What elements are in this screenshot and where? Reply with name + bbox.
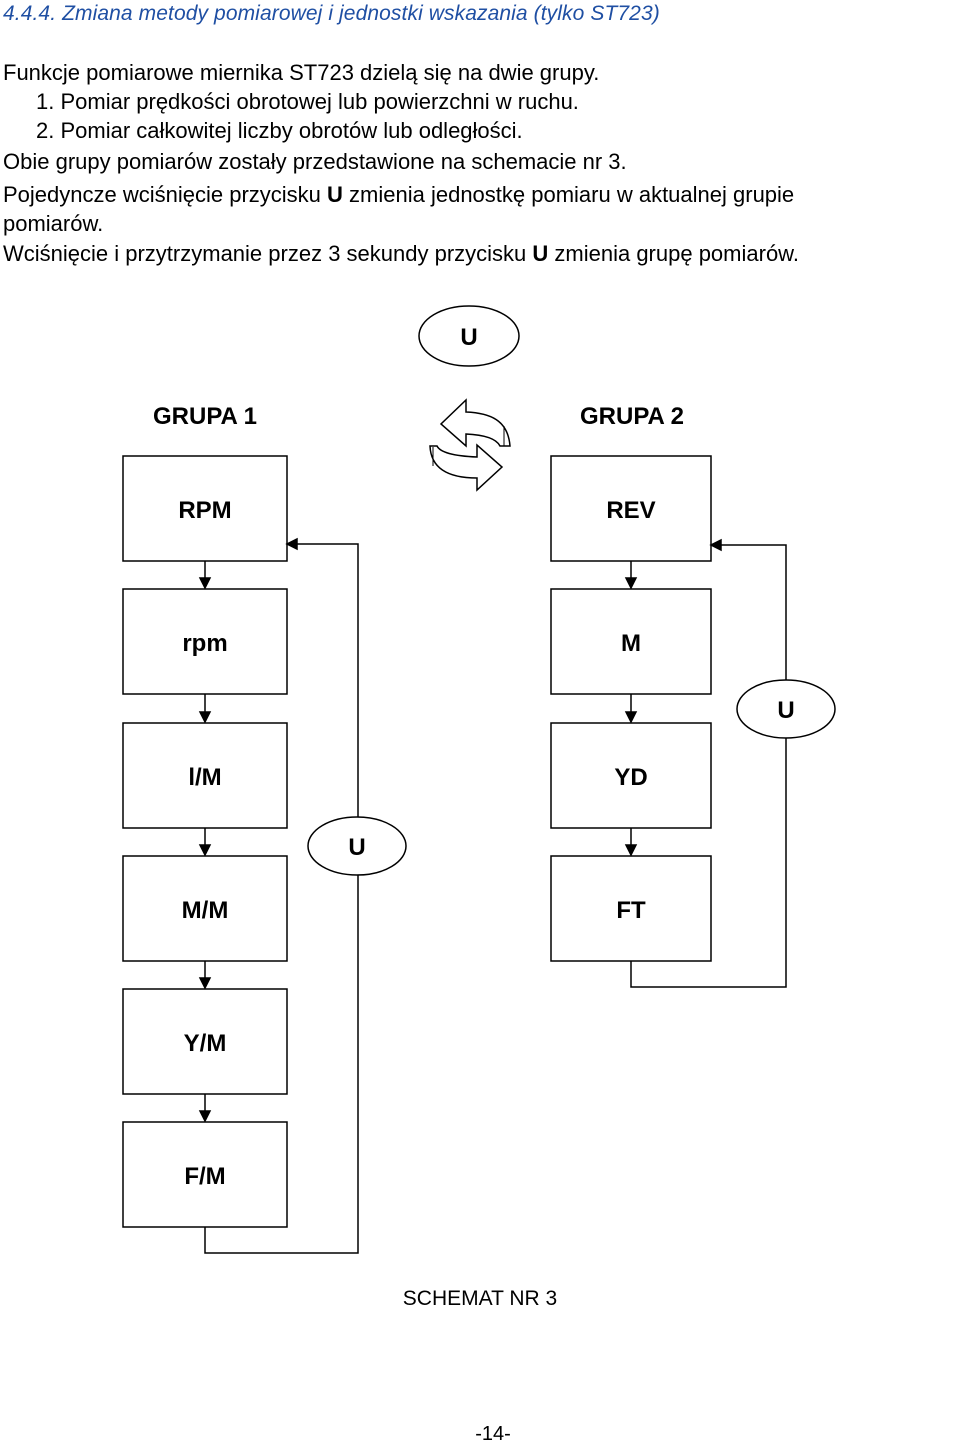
group1-u-button: U (307, 816, 407, 876)
unit-box-M: M (550, 588, 712, 695)
svg-text:YD: YD (614, 764, 647, 791)
groups-note: Obie grupy pomiarów zostały przedstawion… (3, 149, 627, 174)
svg-text:U: U (348, 834, 365, 861)
unit-box-rpm: rpm (122, 588, 288, 695)
list-item-1: 1. Pomiar prędkości obrotowej lub powier… (36, 89, 579, 114)
svg-text:l/M: l/M (188, 764, 221, 791)
section-heading: 4.4.4. Zmiana metody pomiarowej i jednos… (3, 2, 660, 25)
group1-boxes: RPM rpm l/M M/M Y/M F/M (122, 455, 288, 1228)
svg-text:Y/M: Y/M (184, 1030, 227, 1057)
diagram-caption: SCHEMAT NR 3 (402, 1287, 558, 1310)
svg-text:F/M: F/M (184, 1163, 225, 1190)
intro-paragraph: Funkcje pomiarowe miernika ST723 dzielą … (3, 60, 600, 85)
unit-box-l-M: l/M (122, 722, 288, 829)
svg-text:REV: REV (606, 497, 655, 524)
group1-title: GRUPA 1 (153, 403, 257, 430)
svg-text:U: U (460, 324, 477, 351)
button-key-u: U (327, 182, 343, 207)
group1-connectors (198, 537, 359, 1254)
single-press-paragraph: Pojedyncze wciśnięcie przycisku U zmieni… (3, 182, 795, 207)
unit-box-Y-M: Y/M (122, 988, 288, 1095)
unit-box-FT: FT (550, 855, 712, 962)
svg-text:FT: FT (616, 897, 646, 924)
unit-box-F-M: F/M (122, 1121, 288, 1228)
unit-box-REV: REV (550, 455, 712, 562)
swap-arrows-icon (429, 398, 511, 492)
top-u-button: U (418, 305, 520, 367)
group2-u-button: U (736, 679, 836, 739)
hold-press-paragraph: Wciśnięcie i przytrzymanie przez 3 sekun… (3, 241, 799, 266)
svg-text:M/M: M/M (182, 897, 229, 924)
unit-box-M-M: M/M (122, 855, 288, 962)
unit-box-RPM: RPM (122, 455, 288, 562)
button-key-u: U (532, 241, 549, 266)
svg-text:rpm: rpm (182, 630, 227, 657)
group2-connectors (624, 538, 787, 988)
unit-box-YD: YD (550, 722, 712, 829)
group2-title: GRUPA 2 (580, 403, 684, 430)
svg-text:U: U (777, 697, 794, 724)
svg-text:RPM: RPM (178, 497, 231, 524)
single-press-continuation: pomiarów. (3, 211, 104, 236)
svg-text:M: M (621, 630, 641, 657)
list-item-2: 2. Pomiar całkowitej liczby obrotów lub … (36, 118, 523, 143)
page-number: -14- (475, 1423, 511, 1445)
